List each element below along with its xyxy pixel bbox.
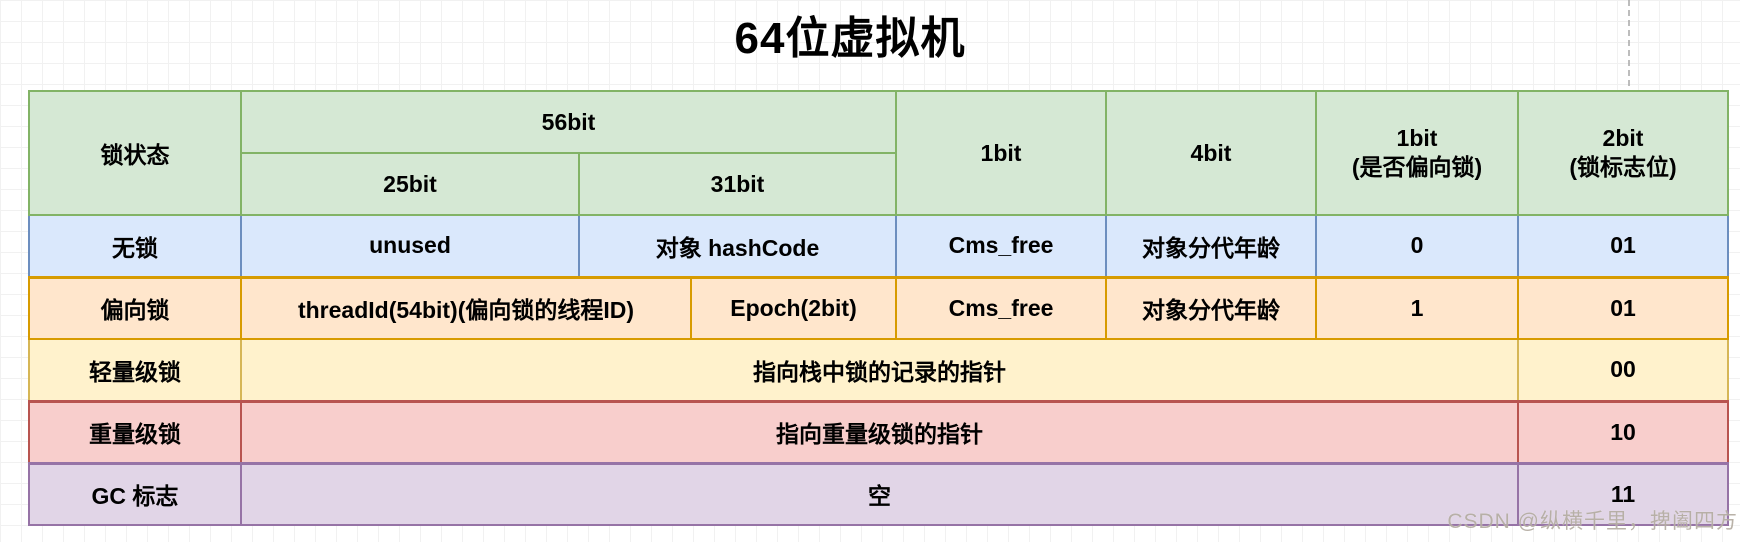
cell-heavyweight-pointer: 指向重量级锁的指针	[240, 399, 1519, 464]
header-cell-25bit: 25bit	[240, 152, 580, 216]
header-cell-56bit: 56bit	[240, 90, 897, 154]
mark-word-table: 锁状态 56bit 1bit 4bit 1bit (是否偏向锁) 2bit (锁…	[28, 90, 1729, 526]
header-cell-31bit: 31bit	[578, 152, 897, 216]
cell-biased-biased-bit: 1	[1315, 275, 1519, 340]
cell-no-lock-state: 无锁	[28, 214, 242, 278]
cell-lightweight-state: 轻量级锁	[28, 338, 242, 402]
header-cell-lock-state: 锁状态	[28, 90, 242, 216]
cell-lightweight-flag: 00	[1517, 338, 1729, 402]
header-1bit-biased-line2: (是否偏向锁)	[1351, 154, 1483, 180]
row-no-lock: 无锁 unused 对象 hashCode Cms_free 对象分代年龄 0 …	[28, 214, 1729, 278]
cell-biased-cms-free: Cms_free	[895, 275, 1107, 340]
cell-lightweight-pointer: 指向栈中锁的记录的指针	[240, 338, 1519, 402]
cell-biased-state: 偏向锁	[28, 275, 242, 340]
cell-gc-empty: 空	[240, 461, 1519, 526]
cell-no-lock-flag: 01	[1517, 214, 1729, 278]
cell-biased-epoch: Epoch(2bit)	[690, 275, 897, 340]
header-cell-2bit-flag: 2bit (锁标志位)	[1517, 90, 1729, 216]
csdn-watermark: CSDN @纵横千里，捭阖四方	[1447, 510, 1738, 533]
header-row-2: 25bit 31bit	[29, 152, 1728, 216]
header-2bit-flag-line1: 2bit	[1602, 125, 1644, 151]
diagram-title: 64位虚拟机	[734, 14, 966, 63]
header-cell-4bit: 4bit	[1105, 90, 1317, 216]
cell-heavyweight-flag: 10	[1517, 399, 1729, 464]
row-gc-mark: GC 标志 空 11	[28, 461, 1729, 526]
header-cell-1bit: 1bit	[895, 90, 1107, 216]
header-row-1: 锁状态 56bit 1bit 4bit 1bit (是否偏向锁) 2bit (锁…	[28, 90, 1729, 216]
cell-biased-age: 对象分代年龄	[1105, 275, 1317, 340]
cell-no-lock-hashcode: 对象 hashCode	[578, 214, 897, 278]
cell-no-lock-cms-free: Cms_free	[895, 214, 1107, 278]
cell-no-lock-biased-bit: 0	[1315, 214, 1519, 278]
cell-biased-flag: 01	[1517, 275, 1729, 340]
cell-heavyweight-state: 重量级锁	[28, 399, 242, 464]
row-lightweight-lock: 轻量级锁 指向栈中锁的记录的指针 00	[28, 338, 1729, 402]
header-2bit-flag-line2: (锁标志位)	[1569, 154, 1677, 180]
cell-biased-thread-id: threadId(54bit)(偏向锁的线程ID)	[240, 275, 692, 340]
page-boundary-dashed-line	[1628, 0, 1630, 86]
header-cell-1bit-biased: 1bit (是否偏向锁)	[1315, 90, 1519, 216]
cell-no-lock-unused: unused	[240, 214, 580, 278]
row-heavyweight-lock: 重量级锁 指向重量级锁的指针 10	[28, 399, 1729, 464]
row-biased-lock: 偏向锁 threadId(54bit)(偏向锁的线程ID) Epoch(2bit…	[28, 275, 1729, 340]
cell-gc-flag: 11	[1517, 461, 1729, 526]
header-1bit-biased-line1: 1bit	[1396, 125, 1438, 151]
cell-gc-state: GC 标志	[28, 461, 242, 526]
cell-no-lock-age: 对象分代年龄	[1105, 214, 1317, 278]
